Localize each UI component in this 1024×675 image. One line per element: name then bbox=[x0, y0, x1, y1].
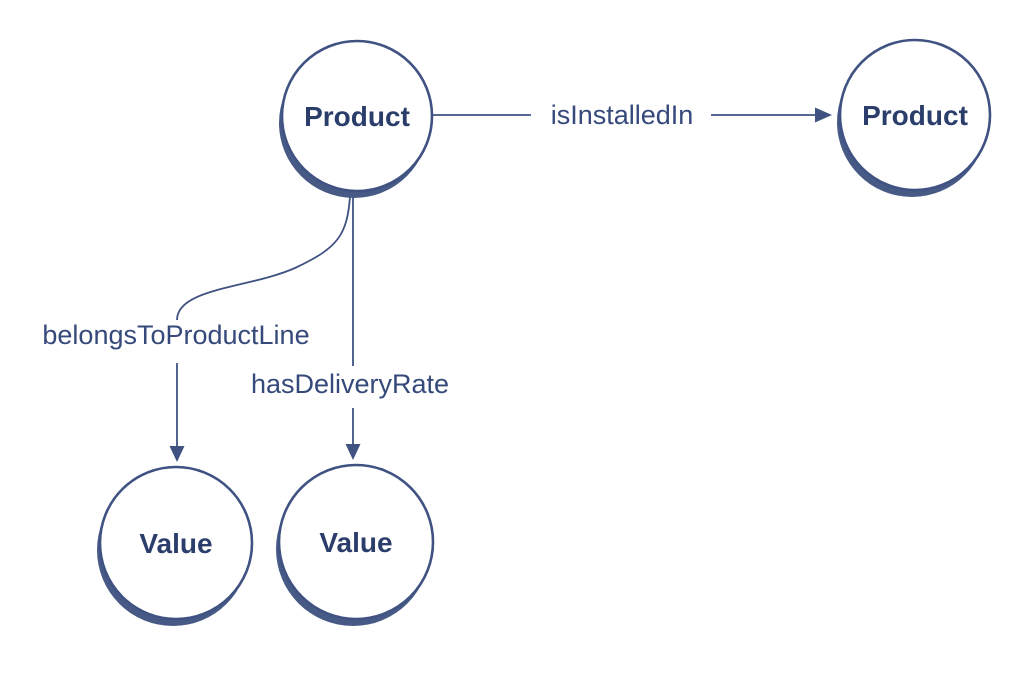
node-product-2: Product bbox=[837, 38, 992, 197]
node-label-value-2: Value bbox=[319, 527, 392, 558]
node-product-1: Product bbox=[279, 39, 434, 198]
edge-belongsToProductLine: belongsToProductLine bbox=[42, 196, 351, 462]
node-value-2: Value bbox=[276, 463, 435, 626]
node-product-2-circle bbox=[838, 38, 992, 192]
edge-isInstalledIn: isInstalledIn bbox=[432, 100, 832, 130]
node-value-1: Value bbox=[97, 465, 254, 626]
node-product-1-circle bbox=[280, 39, 434, 193]
edge-label-isInstalledIn: isInstalledIn bbox=[551, 100, 694, 130]
node-value-1-circle bbox=[98, 465, 254, 621]
node-label-product-2: Product bbox=[862, 100, 968, 131]
node-label-value-1: Value bbox=[139, 528, 212, 559]
node-value-2-circle bbox=[277, 463, 435, 621]
arrowhead-right-icon bbox=[815, 107, 832, 123]
arrowhead-down-icon bbox=[345, 444, 361, 460]
edge-label-hasDeliveryRate: hasDeliveryRate bbox=[251, 369, 449, 399]
edge-hasDeliveryRate: hasDeliveryRate bbox=[251, 196, 449, 460]
arrowhead-down-icon bbox=[169, 446, 185, 462]
edge-label-belongsToProductLine: belongsToProductLine bbox=[42, 320, 309, 350]
edge-belongsToProductLine-curve bbox=[176, 196, 351, 321]
node-label-product-1: Product bbox=[304, 101, 410, 132]
